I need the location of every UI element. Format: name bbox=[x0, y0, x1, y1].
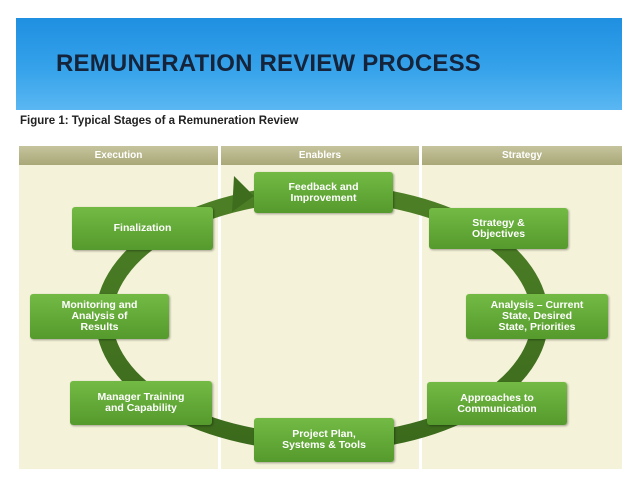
stage-finalization: Finalization bbox=[72, 207, 213, 250]
stage-monitoring-and-analysis: Monitoring and Analysis of Results bbox=[30, 294, 169, 339]
figure-caption: Figure 1: Typical Stages of a Remunerati… bbox=[20, 115, 299, 127]
column-header-strategy: Strategy bbox=[422, 146, 622, 165]
stage-manager-training: Manager Training and Capability bbox=[70, 381, 212, 425]
slide-title: REMUNERATION REVIEW PROCESS bbox=[56, 50, 481, 77]
cycle-arrowhead-icon bbox=[232, 176, 254, 212]
column-header-execution: Execution bbox=[19, 146, 218, 165]
stage-analysis: Analysis – Current State, Desired State,… bbox=[466, 294, 608, 339]
stage-project-plan: Project Plan, Systems & Tools bbox=[254, 418, 394, 462]
stage-approaches-to-communication: Approaches to Communication bbox=[427, 382, 567, 425]
title-banner bbox=[16, 18, 622, 110]
stage-feedback-and-improvement: Feedback and Improvement bbox=[254, 172, 393, 213]
column-header-enablers: Enablers bbox=[221, 146, 419, 165]
stage-strategy-and-objectives: Strategy & Objectives bbox=[429, 208, 568, 249]
